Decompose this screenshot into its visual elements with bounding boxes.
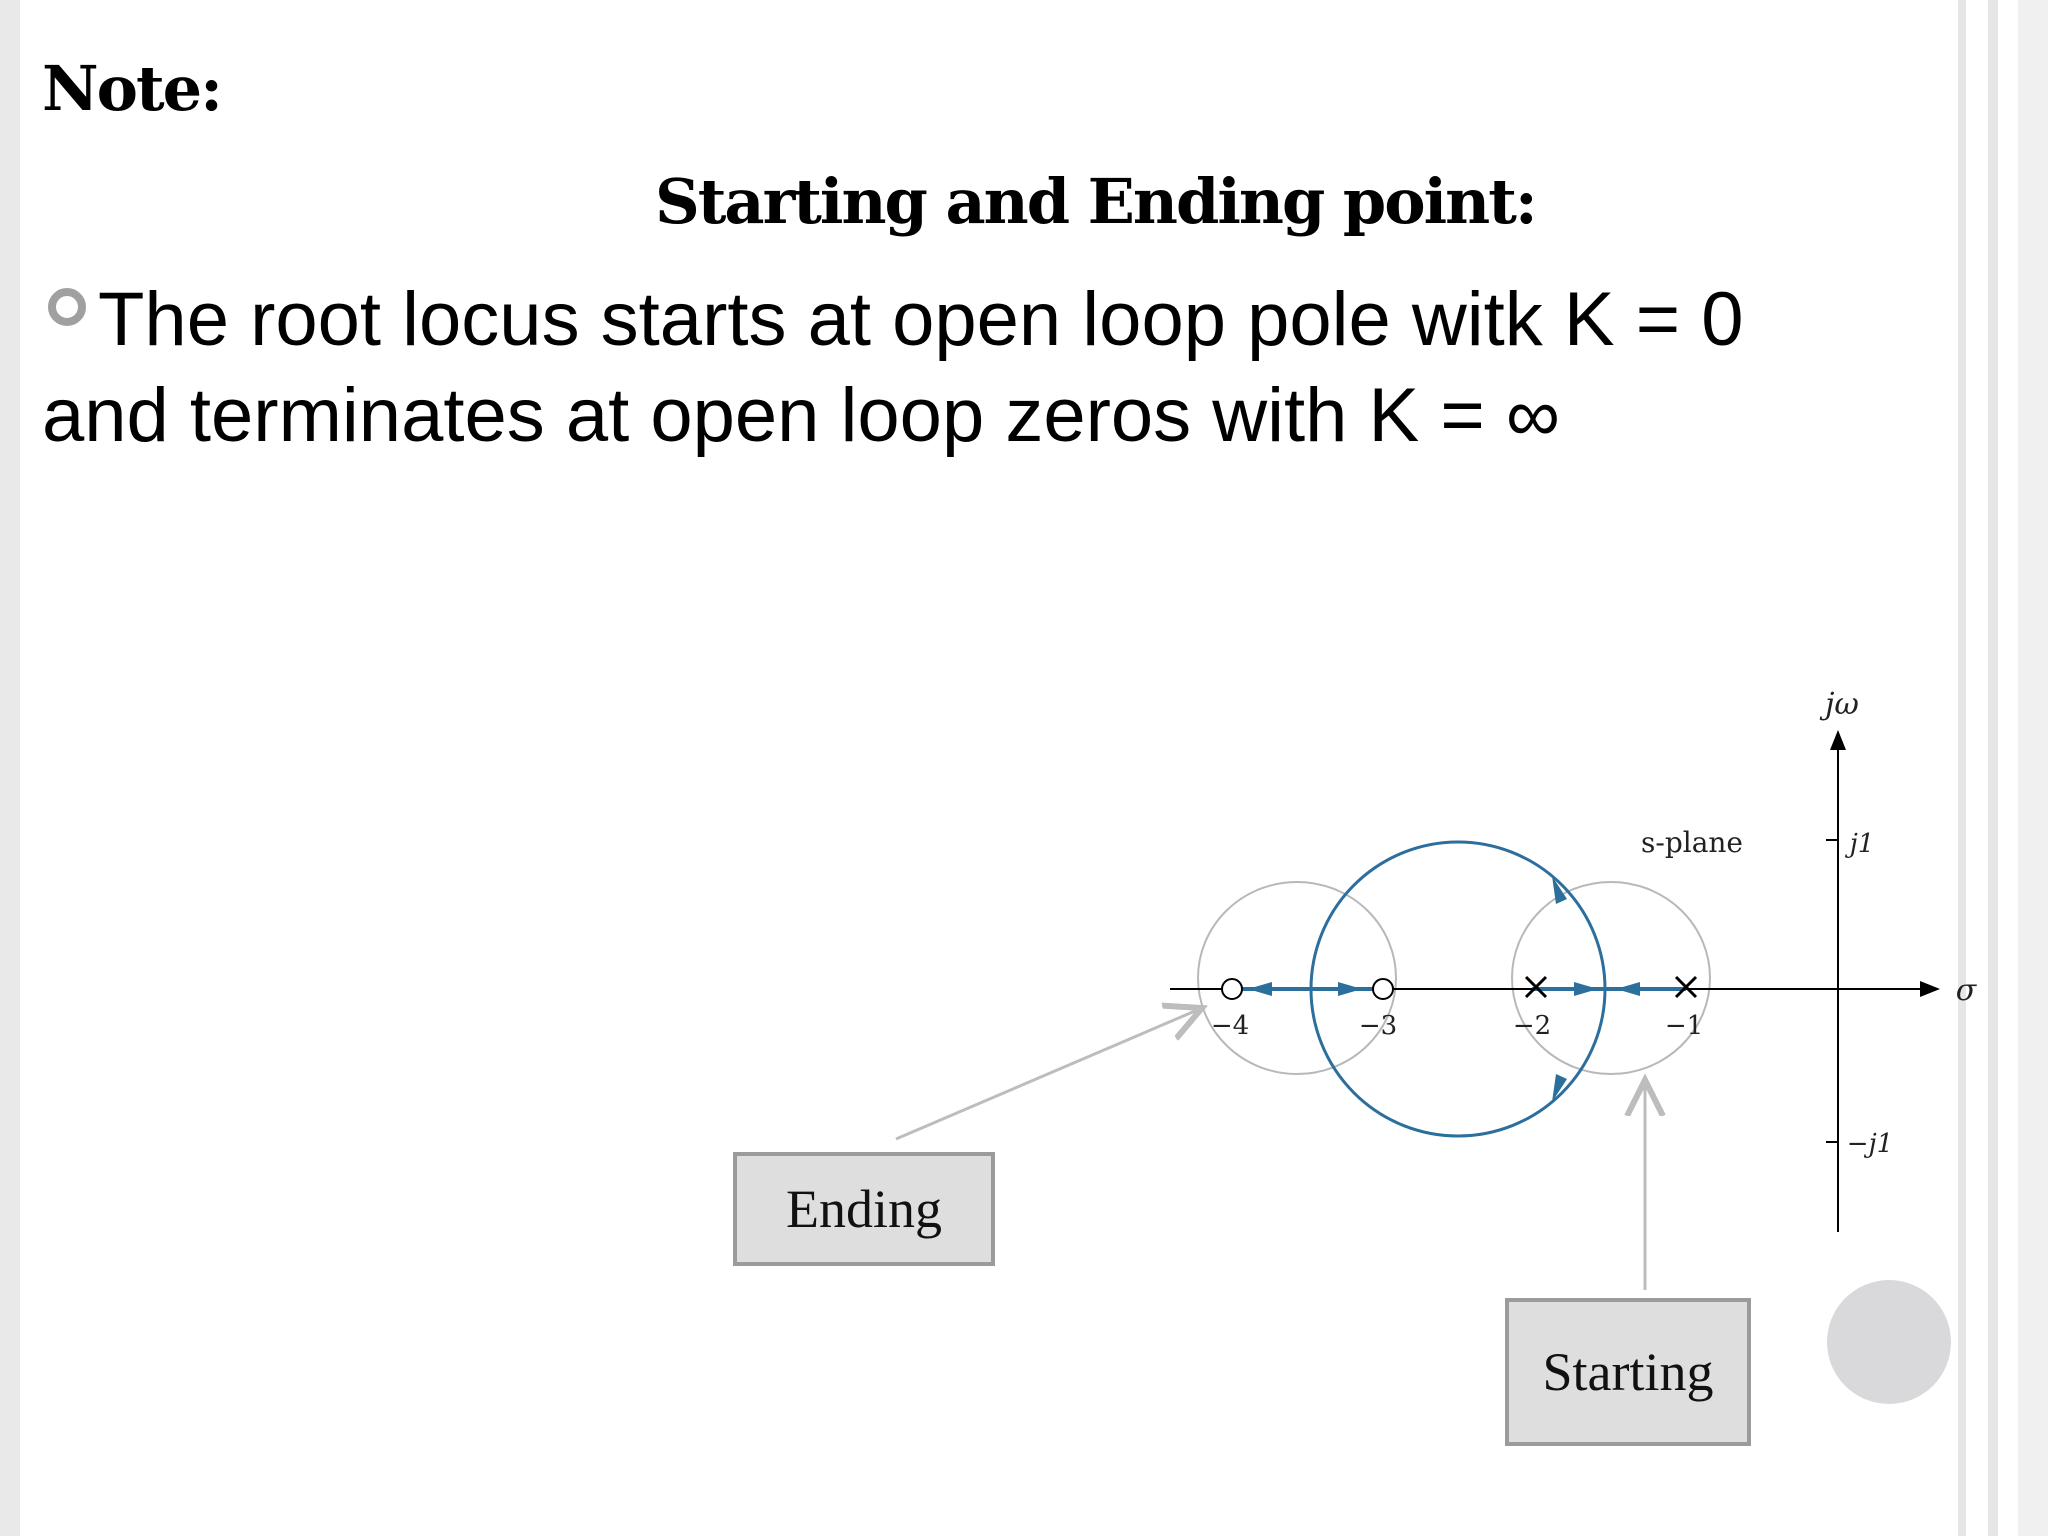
bullet-circle-icon bbox=[48, 288, 86, 326]
locus-arrow bbox=[1248, 982, 1272, 996]
ending-callout: Ending bbox=[733, 1152, 995, 1266]
j1-label: j1 bbox=[1845, 829, 1875, 859]
tick-label-neg1: −1 bbox=[1665, 1011, 1703, 1041]
body-line-2: and terminates at open loop zeros with K… bbox=[42, 373, 1561, 458]
pole-marker bbox=[1524, 975, 1548, 999]
zero-circle bbox=[1197, 881, 1397, 1075]
right-border-strip bbox=[1958, 0, 1966, 1536]
slide-indicator-dot bbox=[1827, 1280, 1951, 1404]
zero-marker bbox=[1372, 978, 1394, 1000]
starting-callout: Starting bbox=[1505, 1298, 1751, 1446]
body-text: The root locus starts at open loop pole … bbox=[42, 272, 1922, 464]
pole-circle bbox=[1511, 881, 1711, 1075]
locus-arrow bbox=[1552, 876, 1567, 904]
neg-j1-label: −j1 bbox=[1847, 1129, 1893, 1159]
tick-label-neg2: −2 bbox=[1513, 1011, 1551, 1041]
right-border-strip bbox=[1988, 0, 1998, 1536]
tick-label-neg4: −4 bbox=[1211, 1011, 1249, 1041]
pole-marker bbox=[1674, 975, 1698, 999]
right-border-strip bbox=[2018, 0, 2048, 1536]
imag-axis-label: jω bbox=[1819, 687, 1859, 722]
s-plane-label: s-plane bbox=[1641, 826, 1743, 859]
locus-arrow bbox=[1552, 1074, 1567, 1102]
real-axis-label: σ bbox=[1956, 973, 1978, 1008]
locus-arrow bbox=[1574, 982, 1598, 996]
locus-arrow bbox=[1616, 982, 1640, 996]
body-line-1: The root locus starts at open loop pole … bbox=[98, 277, 1744, 362]
note-title: Note: bbox=[42, 52, 223, 125]
left-border-strip bbox=[0, 0, 20, 1536]
zero-marker bbox=[1221, 978, 1243, 1000]
tick-label-neg3: −3 bbox=[1359, 1011, 1397, 1041]
locus-arrow bbox=[1338, 982, 1362, 996]
ending-pointer bbox=[895, 1008, 1202, 1141]
section-title: Starting and Ending point: bbox=[655, 165, 1538, 238]
